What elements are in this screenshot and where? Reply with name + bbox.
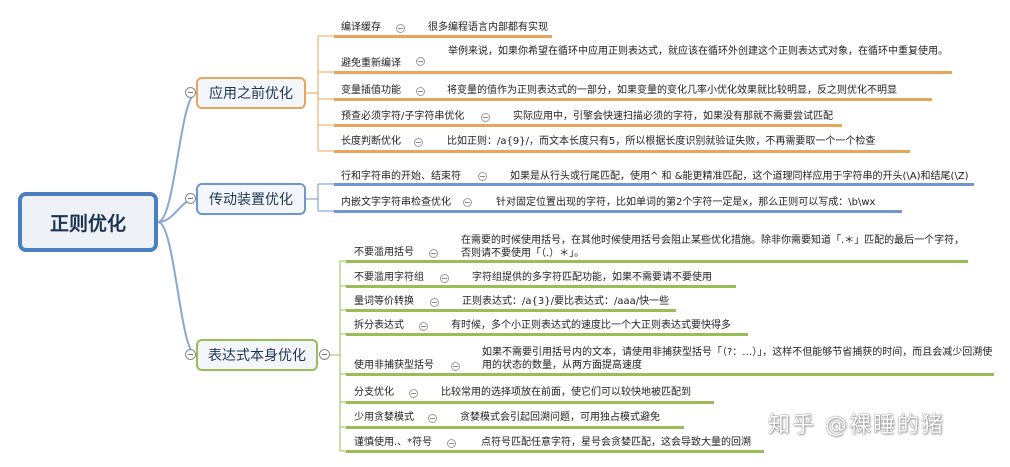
- item-description: 字符组提供的多字符匹配功能，如果不需要请不要使用: [472, 272, 712, 283]
- collapse-toggle-icon[interactable]: [185, 193, 196, 204]
- item-description: 比如正则：/a{9}/，而文本长度只有5，所以根据长度识别就验证失败，不再需要取…: [447, 136, 876, 147]
- item-label[interactable]: 避免重新编译: [341, 58, 401, 69]
- item-description: 点符号匹配任意字符，星号会贪婪匹配，这会导致大量的回溯: [481, 437, 751, 448]
- collapse-toggle-icon[interactable]: [409, 389, 418, 398]
- item-label[interactable]: 分支优化: [354, 387, 394, 398]
- root-node[interactable]: 正则优化: [18, 192, 158, 252]
- watermark: 知乎 @裸睡的猪: [768, 413, 945, 438]
- item-label[interactable]: 内嵌文字字符串检查优化: [341, 197, 451, 208]
- item-label[interactable]: 谨慎使用.、*符号: [354, 437, 433, 448]
- collapse-toggle-icon[interactable]: [428, 414, 437, 423]
- item-label[interactable]: 不要滥用字符组: [354, 272, 424, 283]
- underline: [346, 450, 764, 453]
- item-label[interactable]: 编译缓存: [341, 22, 381, 33]
- underline: [346, 260, 968, 263]
- underline: [334, 150, 910, 153]
- item-description: 将变量的值作为正则表达式的一部分，如果变量的变化几率小优化效果就比较明显，反之则…: [447, 85, 897, 96]
- branch-label: 表达式本身优化: [208, 348, 306, 364]
- underline: [346, 309, 676, 312]
- item-label[interactable]: 变量插值功能: [341, 85, 401, 96]
- item-description: 在需要的时候使用括号，在其他时候使用括号会阻止某些优化措施。除非你需要知道「.＊…: [461, 235, 965, 259]
- underline: [334, 210, 902, 213]
- item-label[interactable]: 预查必须字符/子字符串优化: [341, 111, 465, 122]
- collapse-toggle-icon[interactable]: [185, 87, 196, 98]
- collapse-toggle-icon[interactable]: [451, 362, 460, 371]
- underline: [334, 35, 552, 38]
- item-label[interactable]: 长度判断优化: [341, 136, 401, 147]
- item-label[interactable]: 行和字符串的开始、结束符: [341, 171, 461, 182]
- collapse-toggle-icon[interactable]: [430, 298, 439, 307]
- collapse-toggle-icon[interactable]: [396, 24, 405, 33]
- underline: [346, 285, 736, 288]
- underline: [346, 426, 684, 429]
- underline: [334, 124, 842, 127]
- collapse-toggle-icon[interactable]: [481, 113, 490, 122]
- collapse-toggle-icon[interactable]: [419, 322, 428, 331]
- item-description: 实际应用中，引擎会快速扫描必须的字符，如果没有那就不需要尝试匹配: [513, 111, 833, 122]
- item-description: 很多编程语言内部都有实现: [428, 22, 548, 33]
- item-label[interactable]: 使用非捕获型括号: [354, 360, 434, 371]
- branch-label: 应用之前优化: [209, 86, 293, 102]
- collapse-toggle-icon[interactable]: [463, 198, 472, 207]
- underline: [334, 98, 932, 101]
- item-description: 如果不需要引用括号内的文本，请使用非捕获型括号「（?：…）」，这样不但能够节省捕…: [482, 347, 993, 371]
- branch-transmission-optimization[interactable]: 传动装置优化: [196, 183, 306, 215]
- item-description: 正则表达式：/a{3}/要比表达式：/aaa/快一些: [462, 296, 670, 307]
- collapse-toggle-icon[interactable]: [414, 138, 423, 147]
- item-description: 如果是从行头或行尾匹配，使用^ 和 &能更精准匹配，这个道理同样应用于字符串的开…: [510, 171, 969, 182]
- item-label[interactable]: 拆分表达式: [354, 320, 404, 331]
- branch-expression-optimization[interactable]: 表达式本身优化: [196, 339, 318, 371]
- branch-pre-application-optimization[interactable]: 应用之前优化: [196, 77, 306, 109]
- underline: [334, 71, 952, 74]
- underline: [346, 401, 714, 404]
- item-label[interactable]: 量词等价转换: [354, 296, 414, 307]
- underline: [334, 183, 974, 186]
- item-description: 比较常用的选择项放在前面，使它们可以较快地被匹配到: [441, 387, 691, 398]
- item-label[interactable]: 不要滥用括号: [354, 247, 414, 258]
- collapse-toggle-icon[interactable]: [416, 57, 425, 66]
- item-description: 举例来说，如果你希望在循环中应用正则表达式，就应该在循环外创建这个正则表达式对象…: [448, 46, 948, 57]
- item-label[interactable]: 少用贪婪模式: [354, 412, 414, 423]
- collapse-toggle-icon[interactable]: [447, 439, 456, 448]
- branch-label: 传动装置优化: [209, 192, 293, 208]
- underline: [346, 333, 748, 336]
- collapse-toggle-icon[interactable]: [440, 274, 449, 283]
- collapse-toggle-icon[interactable]: [429, 249, 438, 258]
- item-description: 针对固定位置出现的字符，比如单词的第2个字符一定是x，那么正则可以写成：\b\w…: [496, 197, 876, 208]
- underline: [346, 373, 994, 376]
- collapse-toggle-icon[interactable]: [416, 87, 425, 96]
- root-label: 正则优化: [49, 212, 126, 235]
- item-description: 贪婪模式会引起回溯问题，可用独占模式避免: [460, 412, 660, 423]
- collapse-toggle-icon[interactable]: [319, 349, 330, 360]
- collapse-toggle-icon[interactable]: [185, 349, 196, 360]
- item-description: 有时候，多个小正则表达式的速度比一个大正则表达式要快得多: [451, 320, 731, 331]
- collapse-toggle-icon[interactable]: [478, 172, 487, 181]
